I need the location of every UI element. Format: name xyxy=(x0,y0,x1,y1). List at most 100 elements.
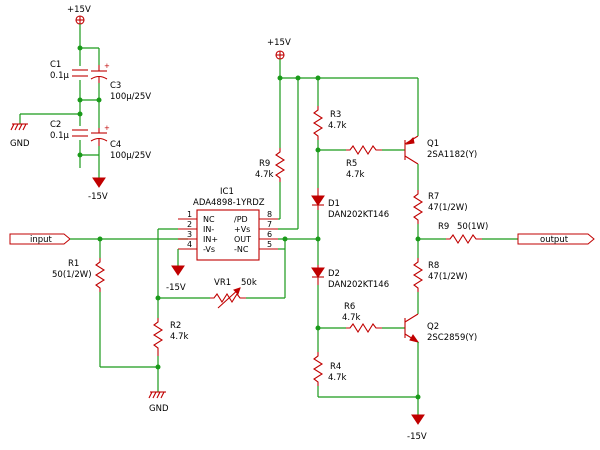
c3-value: 100µ/25V xyxy=(110,92,151,102)
ground-symbol-left xyxy=(10,123,28,131)
c4-value: 100µ/25V xyxy=(110,151,151,161)
r8-ref: R8 xyxy=(428,261,439,271)
gnd-label-left: GND xyxy=(10,139,30,149)
resistor-r6 xyxy=(346,322,382,334)
resistor-r3 xyxy=(312,106,324,140)
r8-value: 47(1/2W) xyxy=(428,272,468,282)
opamp-ic1: IC1 ADA4898-1YRDZ 1 2 3 4 8 7 6 5 NC IN-… xyxy=(178,187,278,261)
power-pos-label-mid: +15V xyxy=(267,38,291,48)
junction-dot xyxy=(282,236,288,242)
junction-dot xyxy=(315,236,321,242)
resistor-r9-output xyxy=(446,233,482,245)
transistor-q2 xyxy=(404,313,420,343)
c1-ref: C1 xyxy=(50,60,61,70)
supply-decoupling-section: +15V C1 0.1µ + C3 100µ/25V xyxy=(10,5,151,202)
r6-ref: R6 xyxy=(344,302,355,312)
ic1-pin-name: IN+ xyxy=(203,235,218,244)
r3-value: 4.7k xyxy=(328,121,347,131)
ic1-pin-name: +Vs xyxy=(234,225,250,234)
ic1-pin-num: 5 xyxy=(267,240,272,249)
junction-dot xyxy=(295,75,301,81)
c3-ref: C3 xyxy=(110,81,121,91)
input-port xyxy=(9,233,71,245)
output-port-label: output xyxy=(540,235,569,245)
resistor-r1 xyxy=(94,258,106,292)
c1-value: 0.1µ xyxy=(50,71,70,81)
junction-dot xyxy=(77,152,83,158)
r9a-ref: R9 xyxy=(259,159,270,169)
power-pos-symbol-mid xyxy=(275,50,285,60)
ic1-pin-num: 1 xyxy=(187,210,192,219)
junction-dot xyxy=(77,45,83,51)
ic1-part: ADA4898-1YRDZ xyxy=(193,198,265,208)
ic1-pin-name: -Vs xyxy=(203,245,215,254)
ground-symbol-bottom xyxy=(148,391,166,399)
ic1-pin-num: 7 xyxy=(267,220,272,229)
power-pos-symbol-top xyxy=(75,15,85,25)
ic1-pin-num: 4 xyxy=(187,240,192,249)
q2-value: 2SC2859(Y) xyxy=(427,333,477,343)
resistor-r2 xyxy=(152,318,164,356)
ic1-pin-num: 2 xyxy=(187,220,192,229)
r4-value: 4.7k xyxy=(328,373,347,383)
ic1-body xyxy=(196,209,260,261)
d1-ref: D1 xyxy=(328,199,340,209)
input-section: input R1 50(1/2W) GND R2 4.7k xyxy=(9,233,189,414)
ic1-pin-num: 3 xyxy=(187,230,192,239)
r6-value: 4.7k xyxy=(342,313,361,323)
ic1-positive-supply: +15V R9 4.7k xyxy=(255,38,418,230)
c4-ref: C4 xyxy=(110,140,121,150)
resistor-r8 xyxy=(412,258,424,292)
junction-dot xyxy=(155,364,161,370)
capacitor-c1 xyxy=(72,66,88,80)
power-neg-symbol-left xyxy=(92,177,106,188)
r5-ref: R5 xyxy=(346,159,357,169)
junction-dot xyxy=(77,111,83,117)
resistor-r9-pullup xyxy=(274,148,286,182)
junction-dot xyxy=(77,97,83,103)
input-port-label: input xyxy=(30,235,53,245)
r2-value: 4.7k xyxy=(170,332,189,342)
ic1-pin-name: /PD xyxy=(234,215,248,224)
ic1-ref: IC1 xyxy=(220,187,234,197)
ic1-pin-name: NC xyxy=(203,215,215,224)
gnd-label-bottom: GND xyxy=(149,404,169,414)
capacitor-c4: + xyxy=(90,124,110,146)
svg-text:+: + xyxy=(104,62,110,70)
q1-value: 2SA1182(Y) xyxy=(427,150,477,160)
r1-ref: R1 xyxy=(68,259,79,269)
c2-ref: C2 xyxy=(50,120,61,130)
ic1-pin-name: -NC xyxy=(234,245,249,254)
power-neg-symbol-right xyxy=(411,414,425,425)
ic1-pin-name: IN- xyxy=(203,225,214,234)
d1-value: DAN202KT146 xyxy=(328,210,389,220)
resistor-r5 xyxy=(346,144,382,156)
d2-value: DAN202KT146 xyxy=(328,280,389,290)
ic1-pin-num: 8 xyxy=(267,210,272,219)
power-neg-label-left: -15V xyxy=(88,192,108,202)
svg-text:+: + xyxy=(104,124,110,132)
feedback-network: VR1 50k xyxy=(155,228,318,309)
output-buffer-section: R3 4.7k R5 4.7k D1 DAN202KT146 D2 xyxy=(311,75,595,442)
ic1-pin-num: 6 xyxy=(267,230,272,239)
power-pos-label-top: +15V xyxy=(67,5,91,15)
r9b-value: 50(1W) xyxy=(457,222,488,232)
r4-ref: R4 xyxy=(330,362,341,372)
q1-ref: Q1 xyxy=(427,139,439,149)
r9b-ref: R9 xyxy=(438,222,449,232)
r1-value: 50(1/2W) xyxy=(52,270,92,280)
output-port xyxy=(517,233,595,245)
junction-dot xyxy=(96,97,102,103)
power-neg-label-ic: -15V xyxy=(166,283,186,293)
capacitor-c2 xyxy=(72,126,88,140)
r5-value: 4.7k xyxy=(346,170,365,180)
q2-ref: Q2 xyxy=(427,322,439,332)
c2-value: 0.1µ xyxy=(50,131,70,141)
d2-ref: D2 xyxy=(328,269,340,279)
r7-ref: R7 xyxy=(428,192,439,202)
r3-ref: R3 xyxy=(330,110,341,120)
potentiometer-vr1 xyxy=(210,287,246,309)
r7-value: 47(1/2W) xyxy=(428,203,468,213)
